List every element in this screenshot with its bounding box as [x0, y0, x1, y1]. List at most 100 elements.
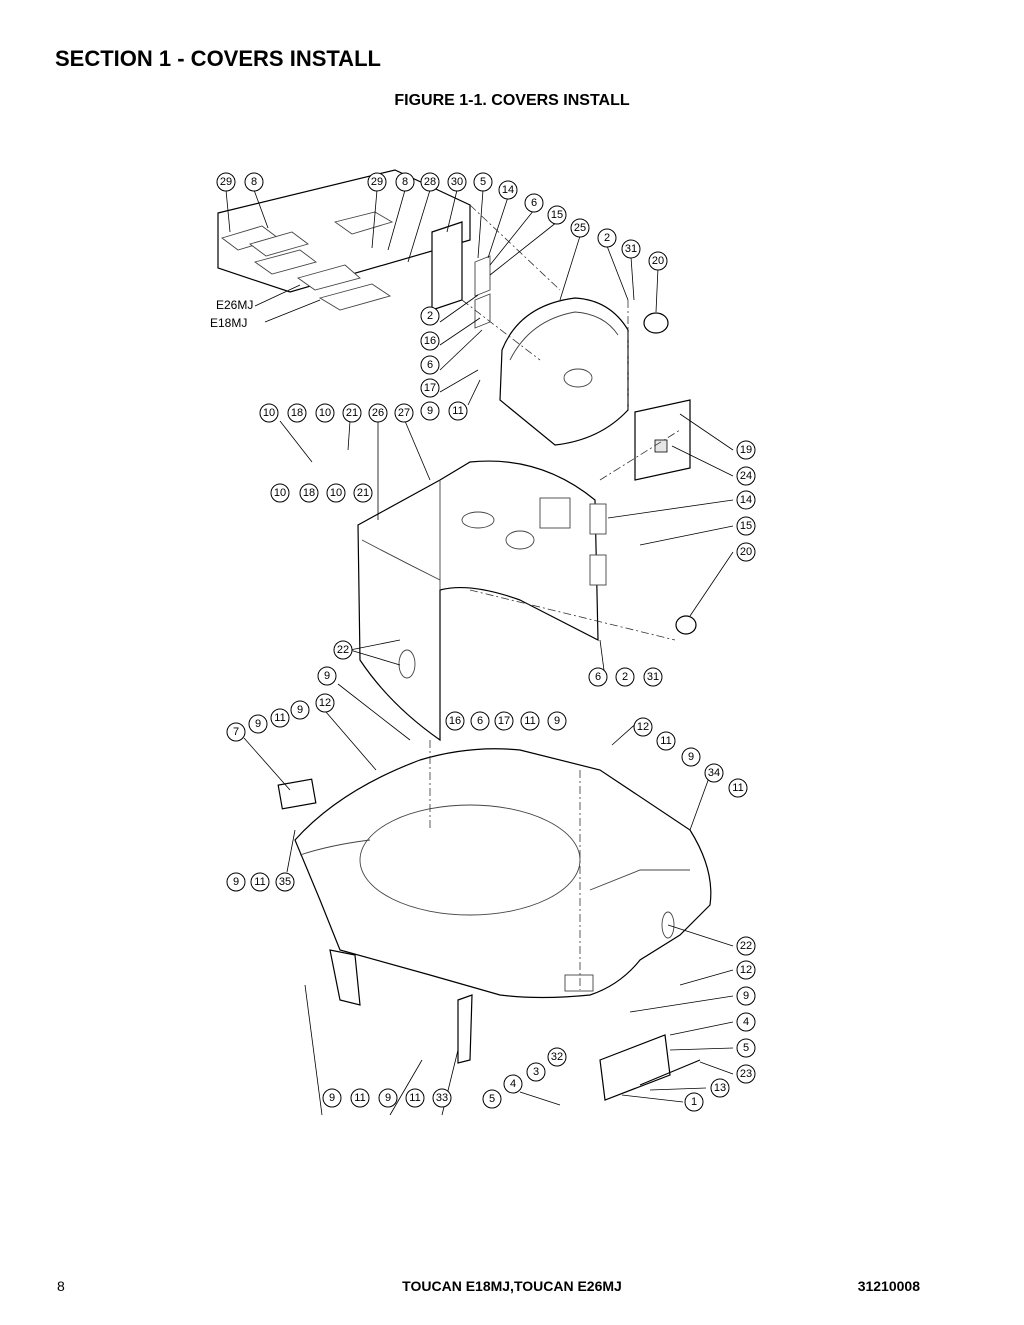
- svg-text:34: 34: [708, 767, 720, 779]
- svg-text:9: 9: [427, 405, 433, 417]
- svg-text:22: 22: [337, 644, 349, 656]
- svg-text:10: 10: [319, 407, 331, 419]
- svg-text:9: 9: [688, 751, 694, 763]
- model-label-e26mj: E26MJ: [216, 298, 253, 312]
- callout: 27: [394, 403, 414, 423]
- svg-text:32: 32: [551, 1051, 563, 1063]
- svg-text:2: 2: [622, 671, 628, 683]
- callout: 11: [728, 778, 748, 798]
- svg-text:2: 2: [604, 232, 610, 244]
- svg-text:11: 11: [660, 735, 671, 747]
- page-number: 8: [57, 1278, 65, 1294]
- callout: 22: [333, 640, 353, 660]
- svg-text:18: 18: [303, 487, 315, 499]
- callout: 8: [395, 172, 415, 192]
- svg-text:13: 13: [714, 1082, 726, 1094]
- svg-text:22: 22: [740, 940, 752, 952]
- figure-title: FIGURE 1-1. COVERS INSTALL: [394, 92, 630, 109]
- svg-text:3: 3: [533, 1066, 539, 1078]
- callout: 30: [447, 172, 467, 192]
- svg-text:9: 9: [329, 1092, 335, 1104]
- callout: 17: [494, 711, 514, 731]
- svg-text:17: 17: [424, 382, 436, 394]
- svg-text:20: 20: [740, 546, 752, 558]
- svg-text:9: 9: [255, 718, 261, 730]
- callout: 23: [736, 1064, 756, 1084]
- callout: 24: [736, 466, 756, 486]
- svg-text:17: 17: [498, 715, 510, 727]
- svg-text:31: 31: [647, 671, 659, 683]
- callout: 14: [736, 490, 756, 510]
- callout: 12: [315, 693, 335, 713]
- callout: 12: [736, 960, 756, 980]
- svg-text:11: 11: [524, 715, 535, 727]
- callout: 34: [704, 763, 724, 783]
- callout: 9: [226, 872, 246, 892]
- callout: 17: [420, 378, 440, 398]
- callout: 11: [350, 1088, 370, 1108]
- callout: 21: [342, 403, 362, 423]
- svg-text:11: 11: [409, 1092, 420, 1104]
- svg-text:9: 9: [233, 876, 239, 888]
- callout: 10: [259, 403, 279, 423]
- svg-text:9: 9: [554, 715, 560, 727]
- callout: 5: [482, 1089, 502, 1109]
- callout: 11: [270, 708, 290, 728]
- callout: 33: [432, 1088, 452, 1108]
- callout: 22: [736, 936, 756, 956]
- svg-text:29: 29: [371, 176, 383, 188]
- svg-text:6: 6: [531, 197, 537, 209]
- callout: 5: [473, 172, 493, 192]
- svg-text:7: 7: [233, 726, 239, 738]
- callout: 31: [643, 667, 663, 687]
- svg-text:4: 4: [743, 1016, 749, 1028]
- svg-text:14: 14: [740, 494, 752, 506]
- svg-text:11: 11: [452, 405, 463, 417]
- svg-text:23: 23: [740, 1068, 752, 1080]
- svg-text:15: 15: [551, 209, 563, 221]
- callout-balloons: 29 8 29 8 28 30 5 14 6 15 25 2 31 20 2 1…: [216, 172, 756, 1112]
- svg-text:19: 19: [740, 444, 752, 456]
- svg-text:11: 11: [354, 1092, 365, 1104]
- callout: 1: [684, 1092, 704, 1112]
- callout: 5: [736, 1038, 756, 1058]
- callout: 9: [317, 666, 337, 686]
- callout: 29: [367, 172, 387, 192]
- svg-text:2: 2: [427, 310, 433, 322]
- svg-text:12: 12: [740, 964, 752, 976]
- leader-lines: [225, 189, 734, 1116]
- callout: 29: [216, 172, 236, 192]
- svg-text:6: 6: [427, 359, 433, 371]
- alignment-lines: [429, 204, 681, 990]
- callout: 14: [498, 180, 518, 200]
- section-title: SECTION 1 - COVERS INSTALL: [55, 46, 381, 71]
- callout: 4: [503, 1074, 523, 1094]
- svg-text:5: 5: [743, 1042, 749, 1054]
- svg-text:18: 18: [291, 407, 303, 419]
- callout: 11: [250, 872, 270, 892]
- svg-text:8: 8: [402, 176, 408, 188]
- svg-text:10: 10: [330, 487, 342, 499]
- callout: 20: [736, 542, 756, 562]
- svg-text:26: 26: [372, 407, 384, 419]
- callout: 9: [290, 700, 310, 720]
- callout: 32: [547, 1047, 567, 1067]
- svg-text:10: 10: [274, 487, 286, 499]
- svg-text:9: 9: [324, 670, 330, 682]
- svg-text:16: 16: [449, 715, 461, 727]
- svg-text:25: 25: [574, 222, 586, 234]
- svg-text:6: 6: [477, 715, 483, 727]
- callout: 3: [526, 1062, 546, 1082]
- callout: 4: [736, 1012, 756, 1032]
- callout: 16: [420, 331, 440, 351]
- callout: 26: [368, 403, 388, 423]
- svg-text:24: 24: [740, 470, 752, 482]
- callout: 18: [287, 403, 307, 423]
- callout: 19: [736, 440, 756, 460]
- callout: 9: [547, 711, 567, 731]
- model-label-e18mj: E18MJ: [210, 316, 247, 330]
- svg-text:5: 5: [489, 1093, 495, 1105]
- callout: 2: [597, 228, 617, 248]
- svg-text:15: 15: [740, 520, 752, 532]
- callout: 20: [648, 251, 668, 271]
